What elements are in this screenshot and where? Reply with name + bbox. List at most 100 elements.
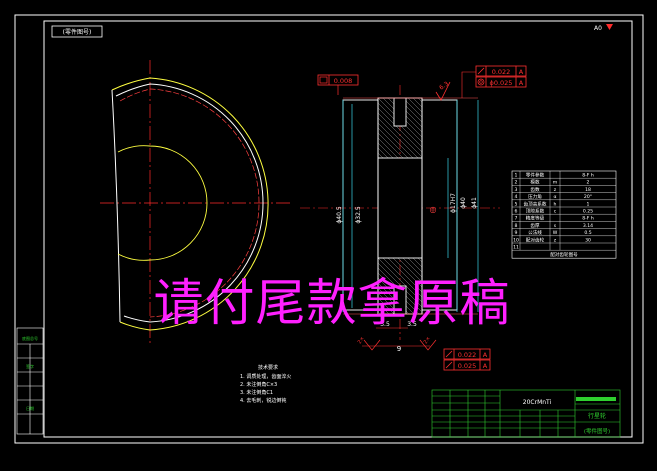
title-block-bar <box>576 397 616 401</box>
section-hatch-line <box>417 97 423 103</box>
param-table-cell: W <box>553 230 558 236</box>
tech-note-2: 2. 未注倒角C×3 <box>240 381 277 388</box>
section-hatch-line <box>377 147 389 159</box>
diameter-dimensions: ϕ40.5 ϕ32.5 ϕ17H7 ϕ40 ϕ41 <box>336 193 478 224</box>
param-table-footer: 配对齿轮图号 <box>550 251 578 258</box>
section-hatch-line <box>377 152 384 159</box>
dim-width-left: 3.5 <box>380 321 390 328</box>
dim-width-total: 9 <box>397 345 401 353</box>
runout-2-datum: A <box>519 79 524 87</box>
dim-outer-diameter: ϕ40.5 <box>336 206 343 224</box>
tech-note-1: 1. 调质处理，齿面淬火 <box>240 373 291 380</box>
dim-hub-diameter-1: ϕ40 <box>460 197 467 209</box>
param-table-cell: c <box>554 210 557 215</box>
runout-1-value: 0.022 <box>492 68 511 76</box>
param-table-cell: z <box>554 188 557 193</box>
param-table-cell: 顶隙系数 <box>526 208 545 215</box>
sheet-size-text: A0 <box>594 25 602 32</box>
param-table-cell: α <box>553 195 556 200</box>
section-hatch-line <box>412 257 423 268</box>
left-strip-label-1: 底图总号 <box>22 335 38 341</box>
section-hatch-line <box>377 112 423 158</box>
width-dimensions: 3.5 3.5 9 2× 2× <box>357 321 437 353</box>
param-table-cell: 4 <box>515 194 518 200</box>
chamfer-left: 2× <box>357 336 366 345</box>
dim-bore-diameter: ϕ17H7 <box>450 193 457 213</box>
outer-frame <box>14 14 644 444</box>
section-hatch-line <box>377 137 399 159</box>
technical-requirements: 技术要求 1. 调质处理，齿面淬火 2. 未注倒角C×3 3. 未注倒角C1 4… <box>240 364 291 404</box>
section-hatch-line <box>387 257 423 293</box>
param-table-cell: 齿厚 <box>530 223 540 229</box>
section-hatch-line <box>407 257 423 273</box>
projection-symbol-icon <box>606 24 613 30</box>
param-table-cell: 11 <box>513 245 519 251</box>
param-table-cell: h <box>554 201 557 207</box>
param-table-cell: z <box>554 238 557 243</box>
roughness-icon <box>435 81 451 101</box>
section-hatch-line <box>377 297 395 315</box>
param-table-cell: 压力角 <box>528 193 542 200</box>
runout-2-value: ϕ0.025 <box>490 79 513 87</box>
section-hatch-line <box>377 117 419 159</box>
tech-note-3: 3. 未注倒角C1 <box>240 389 273 396</box>
left-strip-label-2: 签字 <box>26 363 34 369</box>
param-table-cell: 8-F h <box>582 216 594 222</box>
param-table-cell: 18 <box>585 187 591 193</box>
section-hatch-line <box>397 257 423 283</box>
flatness-tolerance-frame: 0.008 <box>317 74 359 95</box>
param-table-cell: 1 <box>587 201 590 207</box>
material-text: 20CrMnTi <box>523 399 552 406</box>
section-hatch-line <box>402 257 423 278</box>
dim-pitch-diameter: ϕ32.5 <box>355 206 362 224</box>
section-hatch-line <box>377 307 385 315</box>
section-hatch-line <box>392 257 423 288</box>
roughness-value: 6.3 <box>438 80 450 91</box>
concentricity-icon <box>477 78 485 86</box>
param-table-cell: 6 <box>515 209 518 215</box>
param-table-cell: 20° <box>584 194 592 200</box>
section-hatch-line <box>377 107 423 153</box>
part-name-text: 行星轮 <box>588 412 606 420</box>
param-table-cell: 0.25 <box>583 209 593 215</box>
watermark-text: 请付尾款拿原稿 <box>154 274 511 332</box>
section-hatch-line <box>377 257 423 303</box>
section-hatch-line <box>377 122 414 159</box>
param-table-cell: s <box>554 224 557 229</box>
section-hatch-line <box>377 132 404 159</box>
section-hatch-line <box>377 142 394 159</box>
param-table-cell: 30 <box>585 237 591 243</box>
runout-icon <box>477 67 485 75</box>
param-table-cell: 3 <box>515 187 518 193</box>
param-table-cell: 公法线 <box>528 229 542 236</box>
section-hatch-line <box>417 257 423 263</box>
roughness-symbol-top: 6.3 <box>435 80 451 101</box>
drawing-number-tag-text: (零件图号) <box>63 28 92 36</box>
drawing-number-text: (零件图号) <box>584 427 610 435</box>
left-revision-strip <box>16 327 44 435</box>
sheet-size-mark: A0 <box>594 24 613 32</box>
flatness-value: 0.008 <box>334 77 353 85</box>
param-table-cell: 模数 <box>530 179 540 186</box>
param-table-cell: 2 <box>515 180 518 186</box>
runout-frames-bottom: 0.022 A 0.025 A <box>443 348 491 371</box>
runout-4-datum: A <box>483 362 488 370</box>
param-table-cell: 齿顶高系数 <box>524 200 547 207</box>
section-hatch-line <box>377 127 409 159</box>
bore-symbol: ◎ <box>430 205 437 214</box>
chamfer-right: 2× <box>423 336 432 345</box>
param-table-cell: m <box>553 181 558 186</box>
runout-frames-top: 0.022 A ϕ0.025 A <box>461 65 527 98</box>
param-table-cell: 2 <box>587 180 590 186</box>
param-table-cell: 5 <box>515 201 518 207</box>
param-table-cell: 配对齿轮 <box>526 236 545 243</box>
gear-section-view: ◎ <box>300 85 500 340</box>
dim-width-right: 3.5 <box>407 321 417 328</box>
tech-note-4: 4. 去毛刺，锐边倒钝 <box>240 397 286 404</box>
runout-3-value: 0.022 <box>458 351 477 359</box>
flatness-icon <box>319 76 328 84</box>
left-strip-labels: 底图总号 签字 日期 <box>22 335 38 411</box>
param-table-cell: 齿数 <box>530 186 540 193</box>
